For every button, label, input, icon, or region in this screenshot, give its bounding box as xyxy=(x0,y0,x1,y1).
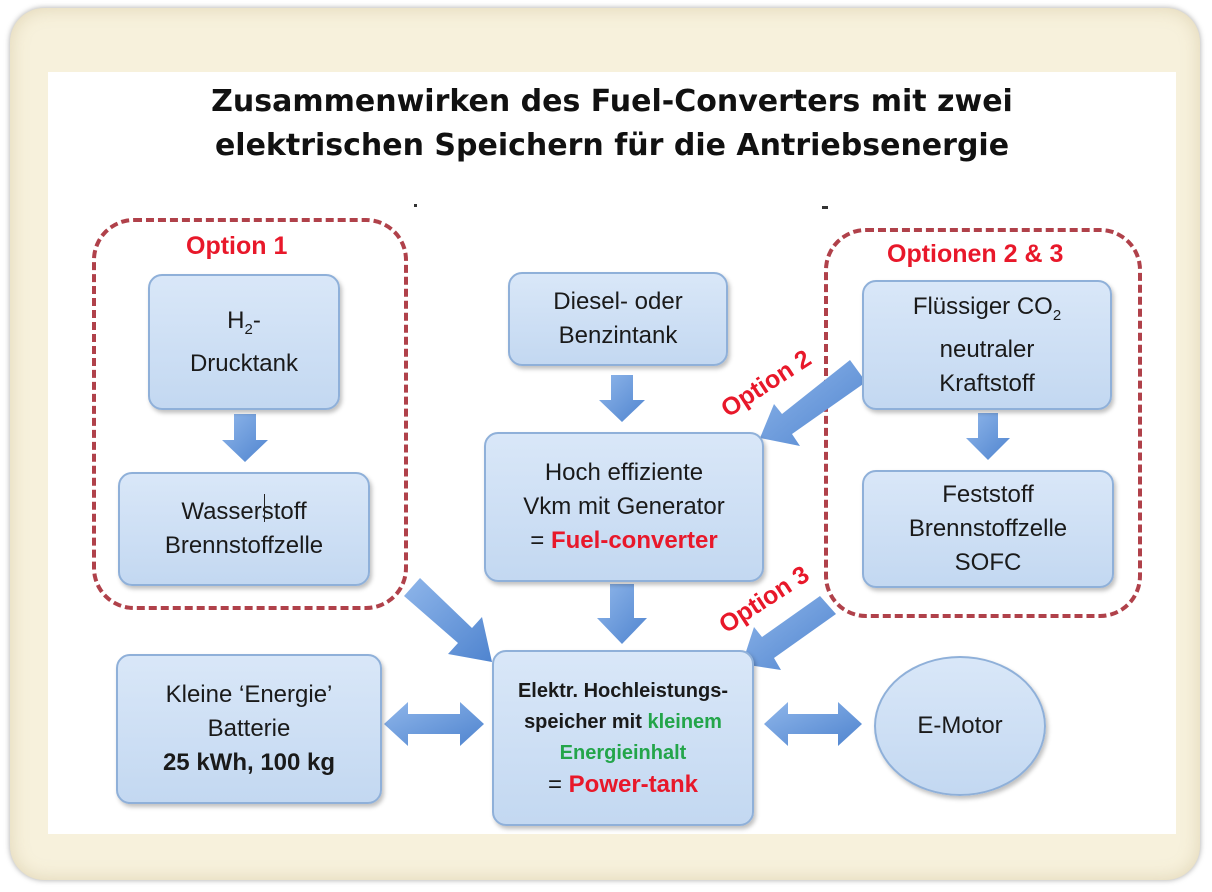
slide-title: Zusammenwirken des Fuel-Converters mit z… xyxy=(48,80,1176,168)
battery-line2: Batterie xyxy=(207,715,291,742)
sofc-line1: Feststoff xyxy=(942,481,1034,508)
title-line-1: Zusammenwirken des Fuel-Converters mit z… xyxy=(211,84,1013,119)
h2-fuelcell-line2: Brennstoffzelle xyxy=(164,532,324,559)
tick-mark xyxy=(822,206,828,209)
power-tank-box: Elektr. Hochleistungs- speicher mit klei… xyxy=(492,650,754,826)
engine-line3: = Fuel-converter xyxy=(530,524,717,558)
text-cursor xyxy=(264,494,265,522)
h2-fuelcell-box: Wasserstoff Brennstoffzelle xyxy=(118,472,370,586)
battery-line1: Kleine ‘Energie’ xyxy=(165,681,333,708)
co2-subscript: 2 xyxy=(1052,306,1062,324)
liquid-fuel-line2: neutraler xyxy=(939,335,1035,363)
option1-group xyxy=(92,218,408,610)
h2-tank-box: H2- Drucktank xyxy=(148,274,340,410)
engine-box: Hoch effiziente Vkm mit Generator = Fuel… xyxy=(484,432,764,582)
arrow-powertank-motor xyxy=(764,702,862,746)
fuel-converter-label: Fuel-converter xyxy=(550,527,718,554)
fuel-tank-box: Diesel- oder Benzintank xyxy=(508,272,728,366)
power-tank-line4-prefix: = xyxy=(547,771,569,798)
arrow-option2 xyxy=(760,360,866,446)
arrow-option3 xyxy=(742,596,836,670)
power-tank-label: Power-tank xyxy=(568,771,699,798)
liquid-fuel-line1: Flüssiger CO2 xyxy=(913,290,1061,333)
h2-subscript: 2 xyxy=(244,320,253,338)
power-tank-line1: Elektr. Hochleistungs- xyxy=(517,680,729,702)
fuel-tank-line2: Benzintank xyxy=(558,322,678,349)
engine-line3-prefix: = xyxy=(530,527,551,554)
h2-prefix: H xyxy=(227,306,245,334)
battery-line3: 25 kWh, 100 kg xyxy=(162,749,336,776)
sofc-line3: SOFC xyxy=(954,549,1022,576)
e-motor-label: E-Motor xyxy=(917,712,1003,739)
fuel-tank-line1: Diesel- oder xyxy=(553,288,683,315)
h2-suffix: - xyxy=(252,306,261,334)
battery-box: Kleine ‘Energie’ Batterie 25 kWh, 100 kg xyxy=(116,654,382,804)
h2-tank-line1: H2- xyxy=(227,304,261,347)
e-motor-circle: E-Motor xyxy=(874,656,1046,796)
arrow-down-h2 xyxy=(222,414,268,462)
h2-tank-line2: Drucktank xyxy=(189,349,299,377)
arrow-down-engine xyxy=(597,584,647,644)
sofc-box: Feststoff Brennstoffzelle SOFC xyxy=(862,470,1114,588)
arrow-down-diesel xyxy=(599,375,645,422)
power-tank-line3: Energieinhalt xyxy=(559,742,687,764)
h2-fuelcell-line1: Wasserstoff xyxy=(181,498,307,525)
power-tank-line2-prefix: speicher mit xyxy=(524,711,648,733)
power-tank-line4: = Power-tank xyxy=(548,769,698,800)
kleinem-label: kleinem xyxy=(647,711,722,733)
arrow-fuelcell-to-powertank xyxy=(404,578,492,662)
liquid-fuel-prefix: Flüssiger CO xyxy=(912,292,1053,320)
option1-label: Option 1 xyxy=(186,232,288,260)
arrow-battery-powertank xyxy=(384,702,484,746)
engine-line1: Hoch effiziente xyxy=(544,459,704,486)
options23-group xyxy=(824,228,1142,618)
liquid-fuel-box: Flüssiger CO2 neutraler Kraftstoff xyxy=(862,280,1112,410)
sofc-line2: Brennstoffzelle xyxy=(908,515,1068,542)
power-tank-line2: speicher mit kleinem xyxy=(524,707,722,738)
arrow-down-fuel xyxy=(966,413,1010,460)
liquid-fuel-line3: Kraftstoff xyxy=(939,369,1035,397)
engine-line2: Vkm mit Generator xyxy=(523,493,725,520)
options23-label: Optionen 2 & 3 xyxy=(887,240,1064,268)
tick-mark xyxy=(414,204,417,207)
title-line-2: elektrischen Speichern für die Antriebse… xyxy=(214,128,1010,163)
